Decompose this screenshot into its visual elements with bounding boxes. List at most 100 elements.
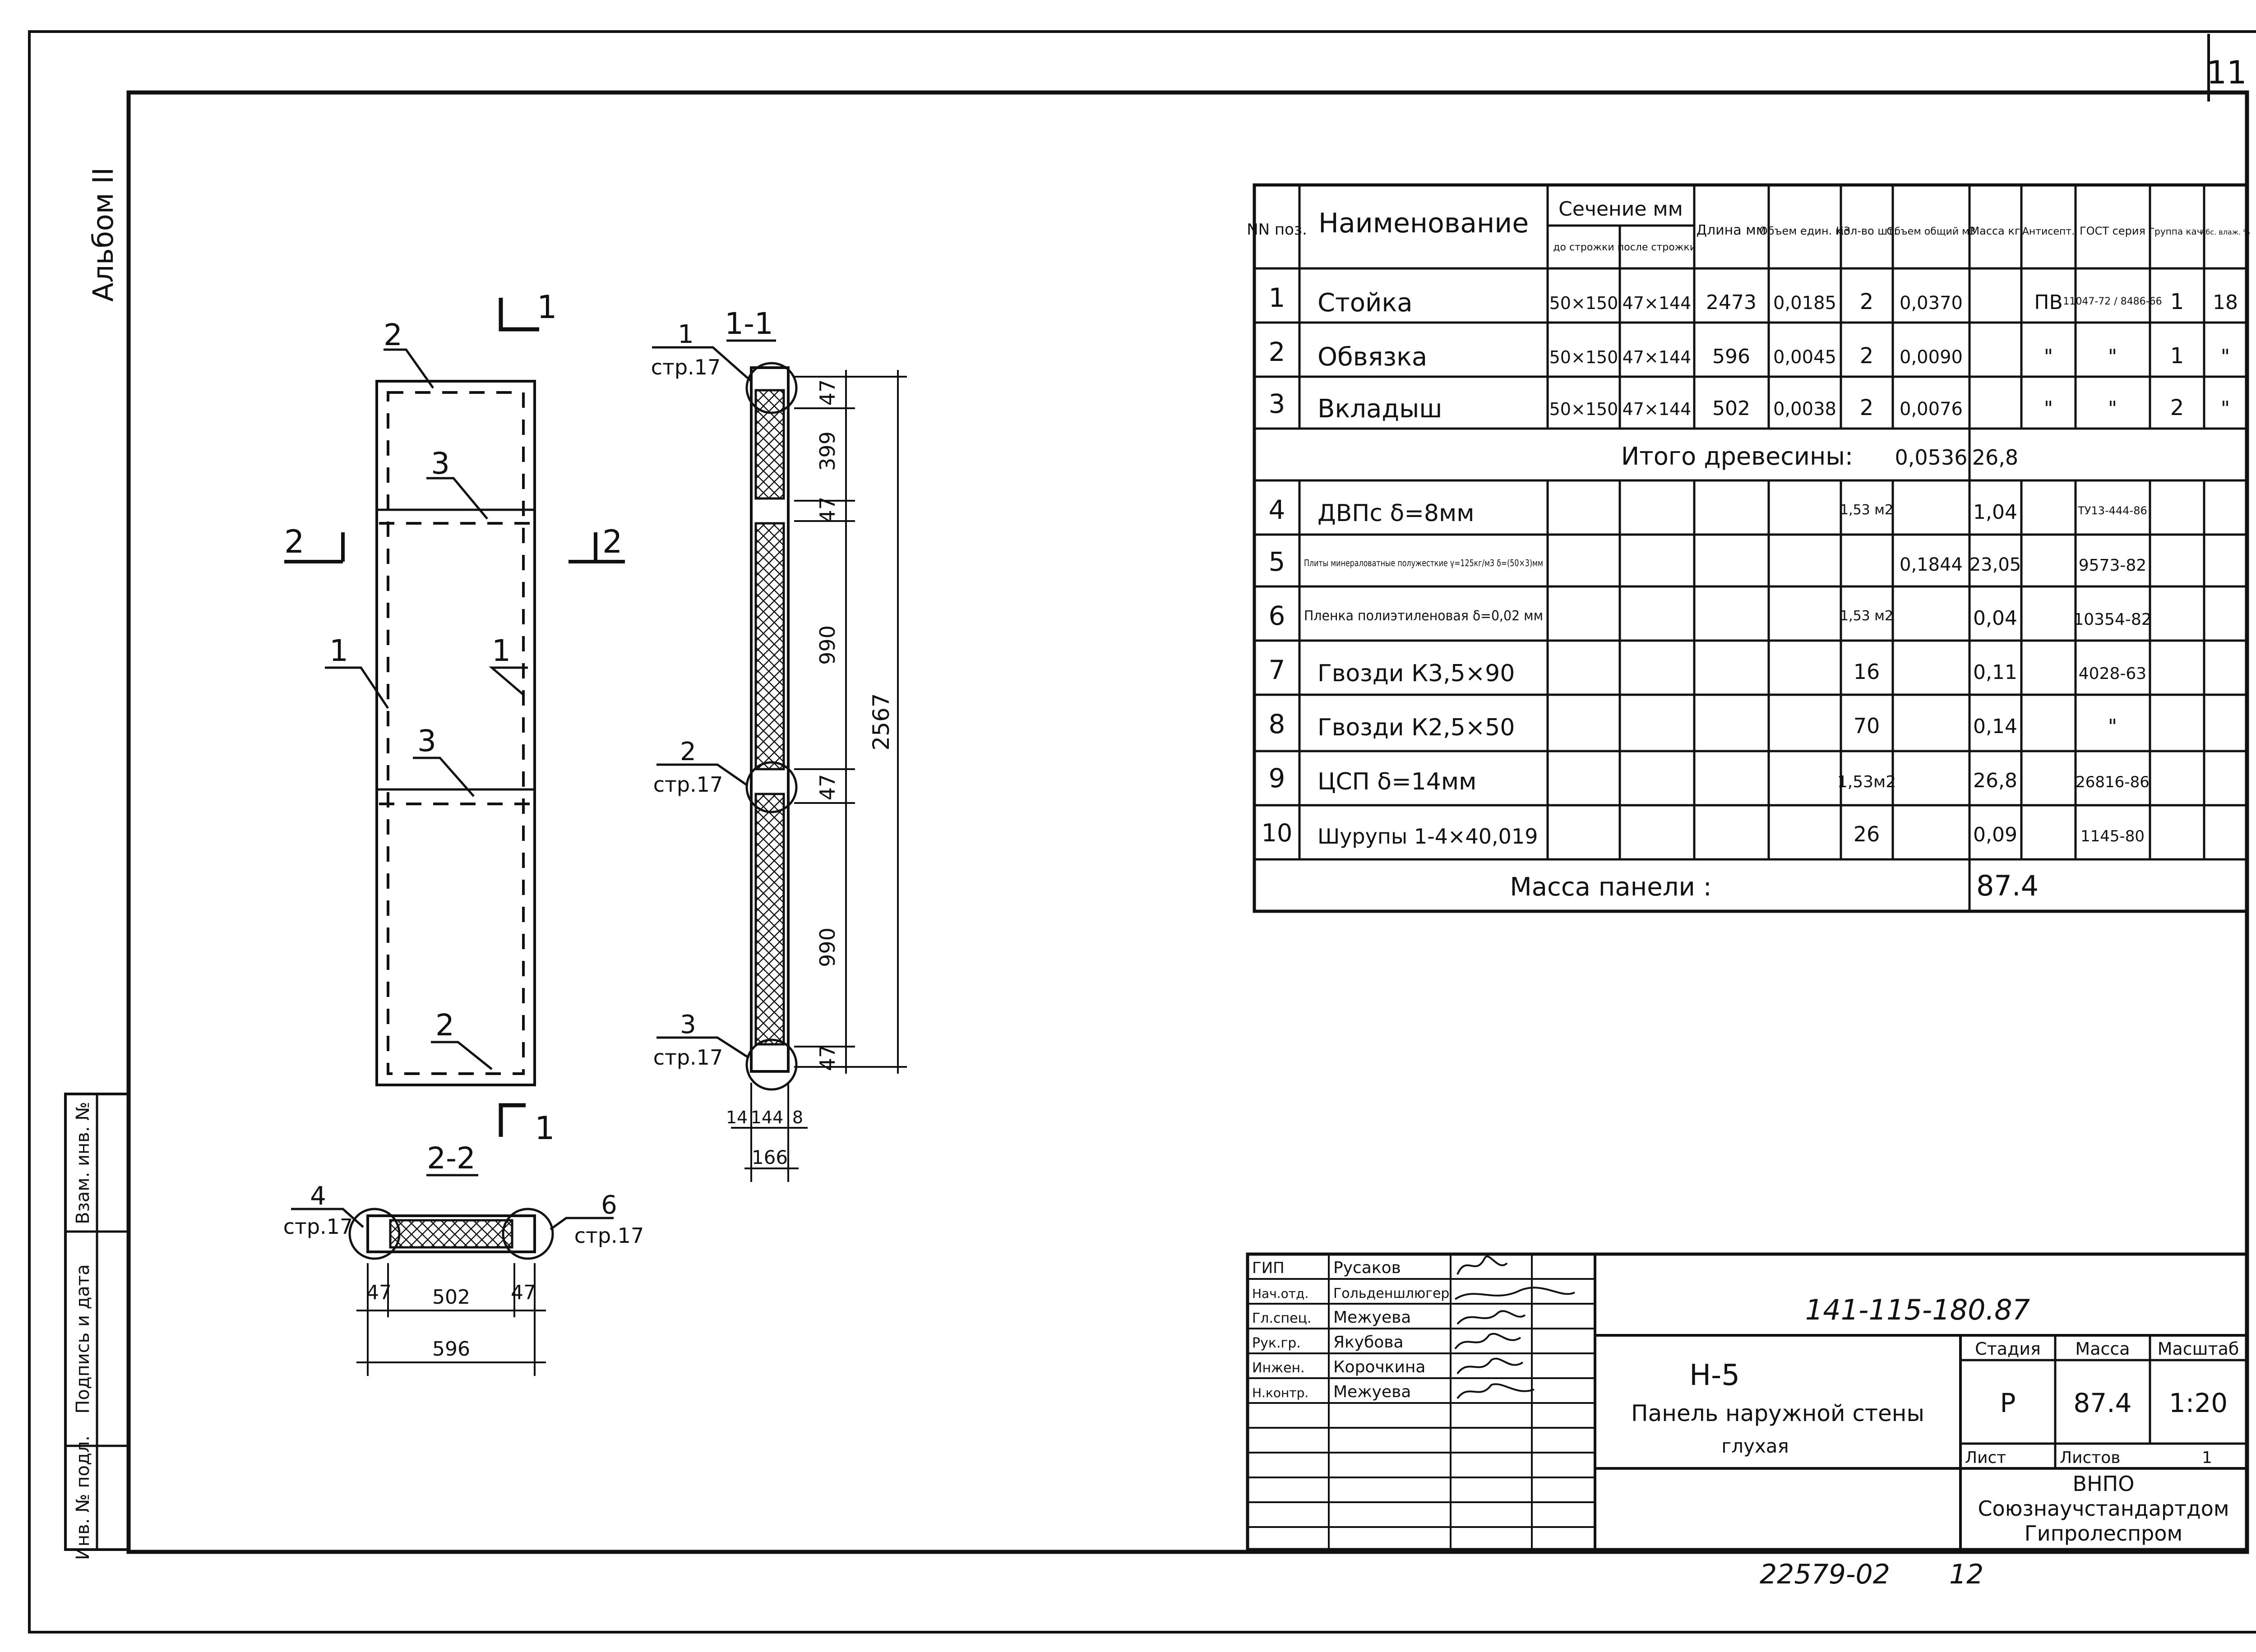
row5-mass: 23,05 <box>1969 554 2021 575</box>
sheets-value: 1 <box>2202 1449 2212 1467</box>
row6-mass: 0,04 <box>1973 607 2017 630</box>
hdr-qty: Кол-во шт. <box>1836 225 1897 237</box>
row3-moisture: " <box>2221 397 2230 420</box>
hdr-antisept: Антисепт. <box>2022 226 2075 237</box>
row6-gost: 10354-82 <box>2073 610 2151 629</box>
row1-antisept: ПВ <box>2034 291 2062 314</box>
album-label: Альбом II <box>87 167 120 302</box>
row1-group: 1 <box>2170 289 2184 314</box>
row9-gost: 26816-86 <box>2076 773 2150 791</box>
row9-name: ЦСП δ=14мм <box>1318 768 1476 795</box>
hdr-vol-total: Объем общий м3 <box>1886 226 1975 237</box>
ref-6-page: стр.17 <box>574 1223 644 1248</box>
hdr-vol-unit: Объем един. м3 <box>1759 225 1850 237</box>
table-row: 1 Стойка 50×150 47×144 2473 0,0185 2 0,0… <box>1269 282 2238 318</box>
hdr-pos: NN поз. <box>1247 221 1307 239</box>
person-1: Русаков <box>1333 1259 1401 1277</box>
dim-47-right: 47 <box>511 1281 536 1304</box>
row4-pos: 4 <box>1269 494 1285 525</box>
row2-before: 50×150 <box>1549 347 1618 367</box>
row8-name: Гвозди К2,5×50 <box>1318 714 1515 741</box>
row7-gost: 4028-63 <box>2079 664 2146 683</box>
row1-pos: 1 <box>1269 282 1285 313</box>
role-1: ГИП <box>1252 1259 1285 1277</box>
role-5: Инжен. <box>1252 1360 1305 1376</box>
org-line-1: ВНПО <box>2073 1472 2135 1496</box>
section-1-mark-bottom: 1 <box>535 1110 555 1147</box>
ref-3-num: 3 <box>680 1010 696 1039</box>
row7-pos: 7 <box>1269 655 1285 685</box>
stage-value: Р <box>2000 1388 2016 1418</box>
section-2-mark-left: 2 <box>284 523 305 560</box>
row10-gost: 1145-80 <box>2080 827 2145 845</box>
inner-dashed-outline <box>387 391 525 1075</box>
row4-qty: 1,53 м2 <box>1840 502 1893 518</box>
person-2: Гольденшлюгер <box>1333 1286 1449 1301</box>
row2-pos: 2 <box>1269 337 1285 367</box>
ref-2-page: стр.17 <box>653 772 723 797</box>
dim-47-c: 47 <box>815 774 840 801</box>
hdr-mass: Масса кг <box>1970 225 2020 237</box>
row6-pos: 6 <box>1269 600 1285 631</box>
table-row: 4 ДВПс δ=8мм 1,53 м2 1,04 ТУ13-444-86 <box>1269 494 2147 527</box>
row3-after: 47×144 <box>1623 399 1692 419</box>
row1-gost: 11047-72 / 8486-66 <box>2063 296 2162 307</box>
spec-table: NN поз. Наименование Сечение мм до строж… <box>1247 183 2250 913</box>
dim-166: 166 <box>752 1146 788 1168</box>
row3-vol-unit: 0,0038 <box>1773 399 1836 420</box>
row2-vol-total: 0,0090 <box>1900 347 1963 368</box>
callout-3-top: 3 <box>431 446 450 481</box>
stamp-signature-date: Подпись и дата <box>73 1264 93 1413</box>
callout-2-bottom: 2 <box>435 1008 454 1043</box>
panel-mass-label: Масса панели : <box>1510 872 1711 902</box>
row10-qty: 26 <box>1854 822 1880 846</box>
row2-qty: 2 <box>1860 343 1874 369</box>
row1-before: 50×150 <box>1549 293 1618 313</box>
table-row: 3 Вкладыш 50×150 47×144 502 0,0038 2 0,0… <box>1269 388 2230 424</box>
signatures <box>1454 1255 1575 1399</box>
callout-1-right: 1 <box>492 633 511 668</box>
row10-name: Шурупы 1-4×40,019 <box>1318 824 1538 849</box>
row1-after: 47×144 <box>1623 293 1692 313</box>
outer-frame <box>28 30 2256 1634</box>
ref-1-page: стр.17 <box>651 355 721 379</box>
table-row: 7 Гвозди К3,5×90 16 0,11 4028-63 <box>1269 655 2147 687</box>
ref-4-num: 4 <box>310 1181 326 1211</box>
dim-total-2567: 2567 <box>868 693 894 750</box>
row10-pos: 10 <box>1262 819 1293 847</box>
table-row: 6 Пленка полиэтиленовая δ=0,02 мм 1,53 м… <box>1269 600 2152 631</box>
row3-group: 2 <box>2170 395 2184 420</box>
row9-qty: 1,53м2 <box>1837 773 1896 791</box>
person-5: Корочкина <box>1333 1358 1425 1376</box>
callout-1-left: 1 <box>329 633 348 668</box>
row10-mass: 0,09 <box>1973 823 2017 846</box>
role-3: Гл.спец. <box>1252 1311 1312 1326</box>
dim-8: 8 <box>792 1107 803 1127</box>
hdr-section-before: до строжки <box>1553 242 1614 253</box>
hdr-gost: ГОСТ серия <box>2080 225 2145 237</box>
row1-length: 2473 <box>1706 291 1757 314</box>
row2-moisture: " <box>2221 345 2230 368</box>
person-3: Межуева <box>1333 1308 1411 1327</box>
dim-47-d: 47 <box>815 1045 840 1071</box>
scale-value: 1:20 <box>2169 1388 2228 1418</box>
wood-total-mass: 26,8 <box>1972 445 2018 470</box>
table-row: 9 ЦСП δ=14мм 1,53м2 26,8 26816-86 <box>1269 763 2150 795</box>
section-2-2: 2-2 4 стр.17 6 стр.17 47 502 47 596 <box>283 1141 644 1376</box>
hdr-section-after: после строжки <box>1618 242 1696 253</box>
dim-47-a: 47 <box>815 379 840 406</box>
product-mark: Н-5 <box>1689 1359 1740 1392</box>
row2-group: 1 <box>2170 343 2184 369</box>
section-2-mark-right: 2 <box>602 523 623 560</box>
ref-2-num: 2 <box>680 737 696 766</box>
stage-label: Стадия <box>1975 1339 2041 1359</box>
footer-code: 22579-02 <box>1760 1559 1890 1590</box>
row6-name: Пленка полиэтиленовая δ=0,02 мм <box>1304 608 1543 624</box>
row9-mass: 26,8 <box>1973 769 2017 792</box>
row3-pos: 3 <box>1269 388 1285 419</box>
row2-gost: " <box>2108 345 2117 368</box>
ref-3-page: стр.17 <box>653 1045 723 1070</box>
dim-990-a: 990 <box>815 625 840 665</box>
title-block: ГИП Русаков Нач.отд. Гольденшлюгер Гл.сп… <box>1246 1252 2249 1551</box>
